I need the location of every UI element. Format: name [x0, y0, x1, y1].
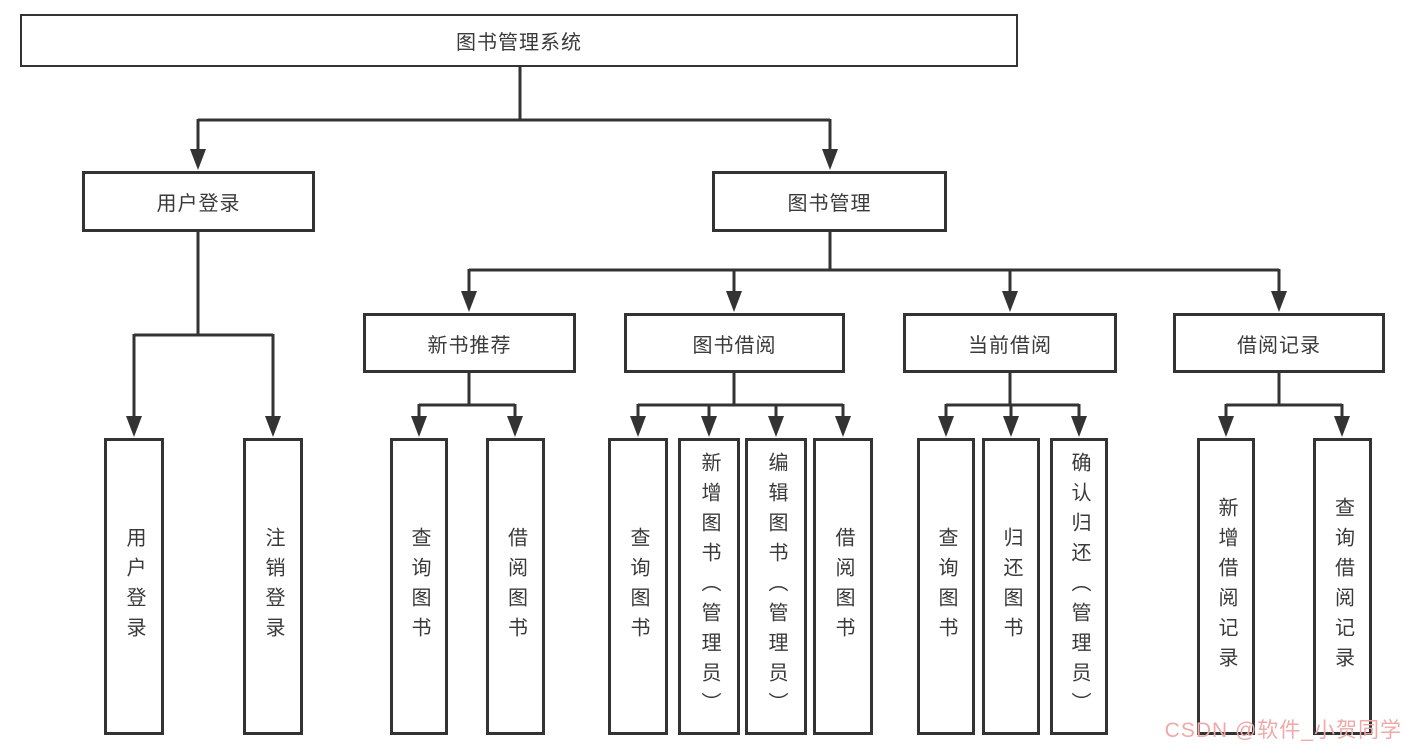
arrowhead-icon: [1071, 416, 1087, 437]
leaf-borrowing-edit-label: 编辑图书（管理员）: [765, 451, 787, 722]
node-root: 图书管理系统: [20, 14, 1018, 67]
leaf-borrowing-query-label: 查询图书: [627, 526, 649, 647]
leaf-logout-label: 注销登录: [262, 526, 284, 647]
leaf-newbooks-query: 查询图书: [390, 438, 448, 735]
leaf-user-login-label: 用户登录: [123, 526, 145, 647]
node-current-borrowing: 当前借阅: [903, 313, 1117, 373]
node-book-borrowing: 图书借阅: [624, 313, 845, 373]
node-root-label: 图书管理系统: [456, 32, 582, 54]
arrowhead-icon: [726, 291, 742, 312]
leaf-newbooks-borrow: 借阅图书: [486, 438, 545, 735]
leaf-user-login: 用户登录: [104, 438, 164, 735]
leaf-borrowing-edit: 编辑图书（管理员）: [745, 438, 807, 735]
arrowhead-icon: [1271, 291, 1287, 312]
node-user-login-label: 用户登录: [156, 193, 241, 215]
leaf-newbooks-query-label: 查询图书: [408, 526, 430, 647]
node-book-borrowing-label: 图书借阅: [692, 334, 777, 357]
leaf-borrowing-borrow-label: 借阅图书: [832, 526, 854, 647]
node-borrowing-records-label: 借阅记录: [1237, 334, 1321, 357]
arrowhead-icon: [835, 416, 851, 437]
arrowhead-icon: [265, 416, 281, 437]
arrowhead-icon: [461, 291, 477, 312]
arrowhead-icon: [701, 416, 717, 437]
arrowhead-icon: [768, 416, 784, 437]
arrowhead-icon: [411, 416, 427, 437]
leaf-logout: 注销登录: [243, 438, 303, 735]
leaf-borrowing-borrow: 借阅图书: [813, 438, 873, 735]
arrowhead-icon: [630, 416, 646, 437]
arrowhead-icon: [1002, 291, 1018, 312]
arrowhead-icon: [938, 416, 954, 437]
leaf-records-add: 新增借阅记录: [1197, 438, 1255, 735]
leaf-current-confirm-label: 确认归还（管理员）: [1068, 451, 1090, 722]
leaf-current-return: 归还图书: [982, 438, 1040, 735]
leaf-records-query-label: 查询借阅记录: [1331, 496, 1354, 677]
leaf-borrowing-add-label: 新增图书（管理员）: [698, 451, 720, 722]
arrowhead-icon: [1334, 416, 1350, 437]
leaf-current-query: 查询图书: [917, 438, 975, 735]
watermark: CSDN @软件_小贺同学: [1164, 719, 1402, 742]
node-current-borrowing-label: 当前借阅: [968, 334, 1052, 357]
node-user-login: 用户登录: [82, 171, 315, 232]
leaf-records-add-label: 新增借阅记录: [1215, 496, 1237, 677]
leaf-newbooks-borrow-label: 借阅图书: [504, 526, 527, 647]
node-new-books: 新书推荐: [363, 313, 576, 373]
leaf-records-query: 查询借阅记录: [1313, 438, 1372, 735]
leaf-current-query-label: 查询图书: [935, 526, 957, 647]
node-book-management-label: 图书管理: [787, 193, 872, 215]
leaf-current-confirm: 确认归还（管理员）: [1050, 438, 1108, 735]
node-book-management: 图书管理: [712, 171, 947, 232]
arrowhead-icon: [126, 416, 142, 437]
leaf-borrowing-query: 查询图书: [608, 438, 668, 735]
arrowhead-icon: [1003, 416, 1019, 437]
leaf-borrowing-add: 新增图书（管理员）: [678, 438, 740, 735]
node-borrowing-records: 借阅记录: [1173, 313, 1385, 373]
arrowhead-icon: [190, 149, 206, 170]
arrowhead-icon: [507, 416, 523, 437]
leaf-current-return-label: 归还图书: [1000, 526, 1022, 647]
arrowhead-icon: [1218, 416, 1234, 437]
node-new-books-label: 新书推荐: [427, 334, 512, 357]
arrowhead-icon: [822, 149, 838, 170]
